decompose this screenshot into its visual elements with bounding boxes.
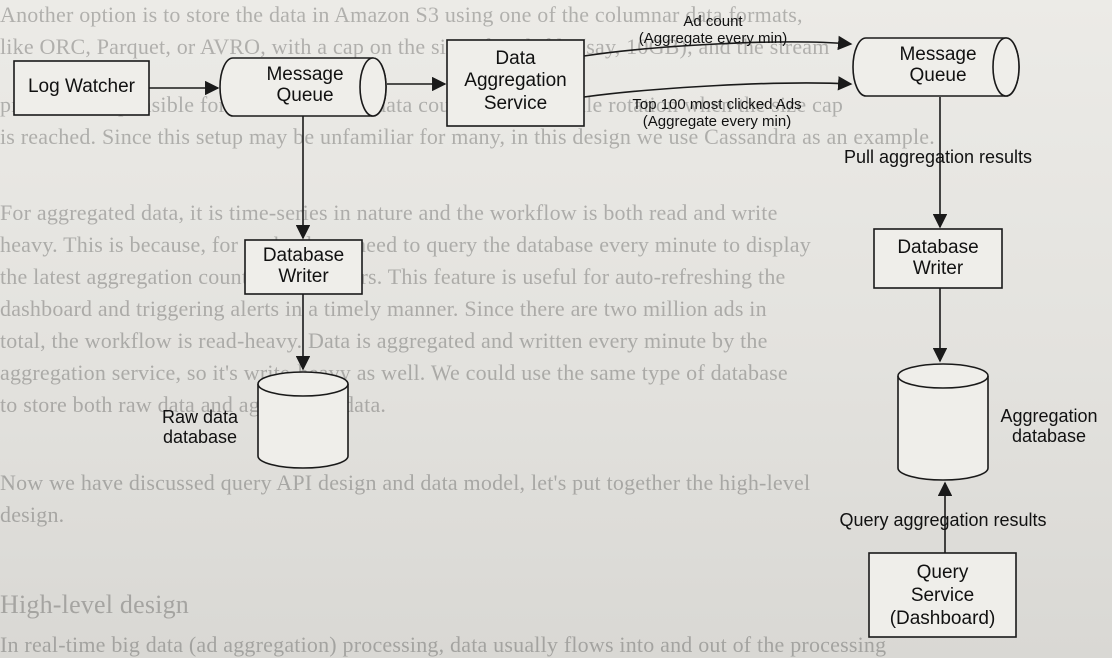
query-service-box <box>868 552 1017 638</box>
das-line-2: Aggregation <box>464 70 567 92</box>
rawdb-line-2: database <box>162 427 238 448</box>
top100-line-2: (Aggregate every min) <box>642 112 792 130</box>
log-watcher-box <box>13 60 150 116</box>
dbw2-line-2: Writer <box>912 258 964 280</box>
bg-line: Now we have discussed query API design a… <box>0 470 811 495</box>
database-writer-2-label: Database Writer <box>874 237 1002 280</box>
query-service-label: Query Service (Dashboard) <box>869 562 1016 630</box>
dbw2-line-1: Database <box>897 237 979 258</box>
bg-line: aggregation service, so it's write-heavy… <box>0 360 788 385</box>
database-writer-1-box <box>244 239 363 295</box>
message-queue-1-shape <box>219 57 387 117</box>
mq1-line-2: Queue <box>276 85 334 107</box>
bg-line: Another option is to store the data in A… <box>0 2 803 27</box>
pull-aggregation-results-label: Pull aggregation results <box>843 147 1033 167</box>
bg-line: total, the workflow is read-heavy. Data … <box>0 328 768 353</box>
database-writer-2-box <box>873 228 1003 289</box>
log-watcher-label: Log Watcher <box>27 76 135 97</box>
qs-line-2: Service <box>910 584 975 606</box>
das-line-3: Service <box>483 92 548 114</box>
query-aggregation-results-label: Query aggregation results <box>839 510 1047 530</box>
bg-line: dashboard and triggering alerts in a tim… <box>0 296 767 321</box>
data-aggregation-service-label: Data Aggregation Service <box>447 48 584 115</box>
aggregation-database-label: Aggregation database <box>990 406 1108 446</box>
aggdb-line-2: database <box>1011 426 1087 447</box>
aggdb-line-1: Aggregation <box>1000 406 1098 426</box>
message-queue-2-shape <box>852 37 1020 97</box>
database-writer-1-label: Database Writer <box>245 245 362 288</box>
bg-line: heavy. This is because, for each ad, we … <box>0 232 811 257</box>
adcount-line-1: Ad count <box>683 13 743 30</box>
qs-line-1: Query <box>916 562 969 583</box>
aggregation-database-shape <box>897 363 989 481</box>
das-line-1: Data <box>495 48 536 69</box>
data-aggregation-service-box <box>446 39 585 127</box>
bg-line: design. <box>0 502 65 527</box>
bg-heading: High-level design <box>0 590 189 619</box>
dbw1-line-2: Writer <box>278 266 329 288</box>
qs-line-3: (Dashboard) <box>889 607 996 629</box>
message-queue-1-label: Message Queue <box>225 64 385 107</box>
ad-count-edge-label: Ad count (Aggregate every min) <box>628 13 798 48</box>
bg-line: For aggregated data, it is time-series i… <box>0 200 778 225</box>
bg-line: In real-time big data (ad aggregation) p… <box>0 632 887 657</box>
bg-line: like ORC, Parquet, or AVRO, with a cap o… <box>0 34 830 59</box>
adcount-line-2: (Aggregate every min) <box>638 29 788 47</box>
message-queue-2-label: Message Queue <box>858 44 1018 87</box>
top100-line-1: Top 100 most clicked Ads <box>632 96 802 113</box>
mq2-line-2: Queue <box>909 65 967 87</box>
raw-data-database-shape <box>257 371 349 469</box>
mq1-line-1: Message <box>266 64 344 85</box>
dbw1-line-1: Database <box>262 245 345 266</box>
bg-line: the latest aggregation count for custome… <box>0 264 786 289</box>
top100-edge-label: Top 100 most clicked Ads (Aggregate ever… <box>606 96 828 131</box>
mq2-line-1: Message <box>899 44 977 65</box>
bg-line: is reached. Since this setup may be unfa… <box>0 124 935 149</box>
raw-data-database-label: Raw data database <box>150 407 250 447</box>
arrow-adcount <box>583 35 853 57</box>
arrow-top100 <box>583 76 853 98</box>
rawdb-line-1: Raw data <box>161 407 239 427</box>
